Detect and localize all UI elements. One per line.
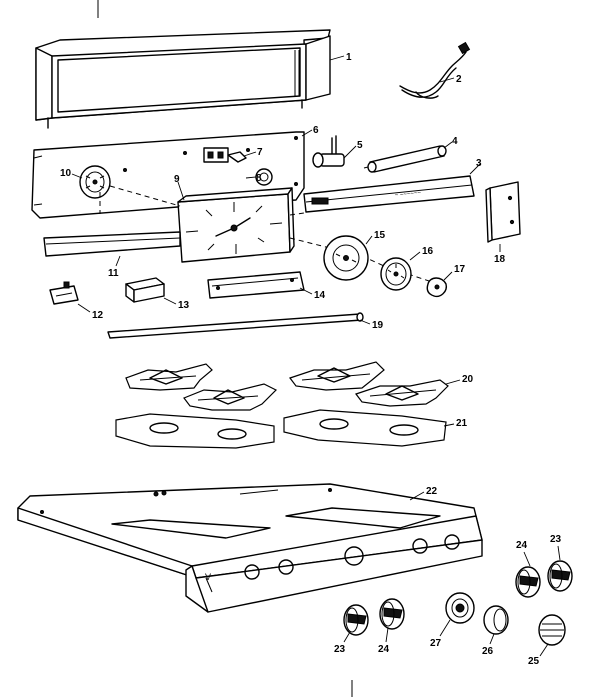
small-knob: [426, 277, 448, 298]
callout-12: 12: [92, 310, 104, 321]
callout-7: 7: [257, 147, 263, 158]
cooktop-main-top: V: [17, 483, 483, 613]
power-cord: [399, 41, 471, 99]
alignment-lines: [99, 185, 433, 283]
knob-23-left: [343, 604, 369, 636]
callout-23-right: 23: [550, 534, 562, 545]
callout-8: 8: [256, 173, 262, 184]
callout-15: 15: [374, 230, 386, 241]
channel-strip: [207, 271, 305, 299]
callout-18: 18: [494, 254, 506, 265]
callout-19: 19: [372, 320, 384, 331]
drip-pan: [115, 413, 275, 449]
lamp-fixture: ~ ~~~~~~: [303, 175, 475, 213]
burner-grate: [355, 379, 449, 407]
svg-text:V: V: [205, 572, 211, 582]
switch-bracket: [203, 147, 247, 163]
callout-11: 11: [108, 268, 119, 279]
knob-23-right: [547, 560, 573, 592]
backguard-housing: [35, 29, 331, 129]
knob-25: [538, 614, 566, 646]
callout-17: 17: [454, 264, 466, 275]
burner-grate: [125, 363, 213, 391]
callout-1: 1: [346, 52, 352, 63]
callout-23-left: 23: [334, 644, 346, 655]
callout-24-right: 24: [516, 540, 528, 551]
spacer-block: [125, 277, 165, 303]
support-rod: [107, 312, 364, 339]
callout-14: 14: [314, 290, 326, 301]
callout-26: 26: [482, 646, 494, 657]
callout-labels: 1 2 3 4 5 6 7 8 9 10 11 12 13 14 15 16 1…: [60, 52, 562, 667]
drip-pans: [115, 409, 447, 449]
callout-22: 22: [426, 486, 438, 497]
trim-bar: [43, 231, 181, 257]
callout-27: 27: [430, 638, 442, 649]
callout-16: 16: [422, 246, 434, 257]
callout-5: 5: [357, 140, 363, 151]
lamp-tube: [363, 145, 447, 173]
burner-grates: [125, 361, 449, 411]
clock-bezel: [323, 235, 369, 281]
callout-4: 4: [452, 136, 458, 147]
drip-pan: [283, 409, 447, 447]
callout-20: 20: [462, 374, 474, 385]
mounting-clip: [49, 281, 79, 305]
callout-25: 25: [528, 656, 540, 667]
knob-24-left: [379, 598, 405, 630]
clock-face: [177, 187, 295, 263]
timer-dial: [79, 165, 111, 199]
knob-24-right: [515, 566, 541, 598]
end-bracket: [485, 181, 521, 243]
svg-text:~ ~~~~~~: ~ ~~~~~~: [395, 190, 422, 199]
callout-6: 6: [313, 125, 319, 136]
timer-knob: [380, 257, 412, 291]
callout-21: 21: [456, 418, 468, 429]
callout-24-left: 24: [378, 644, 390, 655]
knob-27: [445, 592, 475, 624]
callout-3: 3: [476, 158, 482, 169]
knob-26: [483, 605, 509, 635]
callout-10: 10: [60, 168, 72, 179]
callout-13: 13: [178, 300, 190, 311]
burner-grate: [289, 361, 385, 391]
leader-lines: [71, 55, 561, 657]
burner-grate: [183, 383, 278, 411]
callout-9: 9: [174, 174, 180, 185]
callout-2: 2: [456, 74, 462, 85]
lamp-socket: [312, 135, 345, 168]
